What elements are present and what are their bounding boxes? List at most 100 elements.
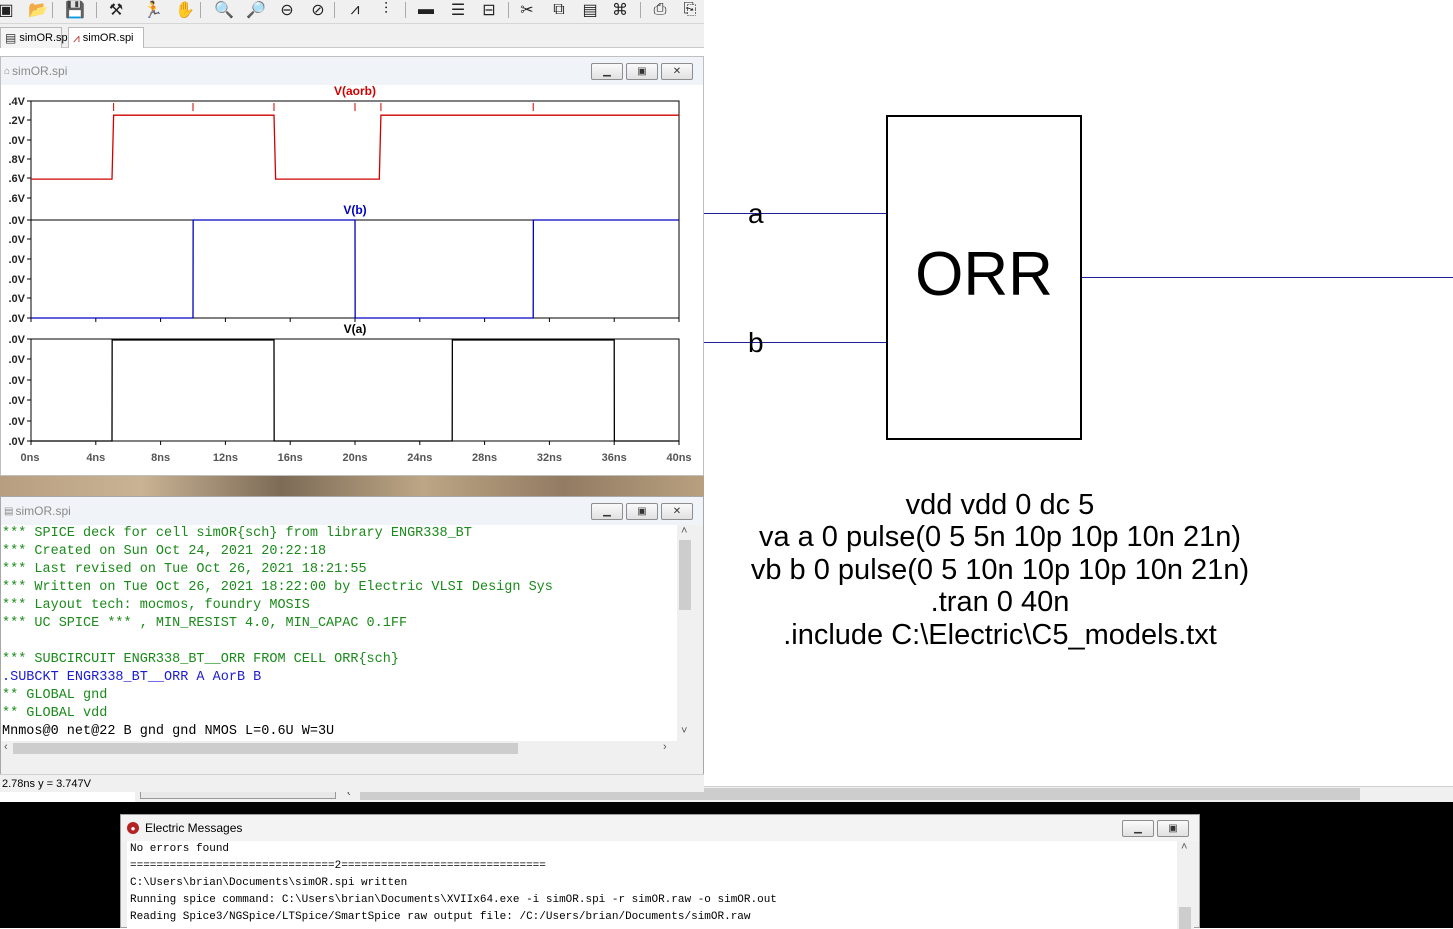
panel-add-button[interactable]: ▬ (414, 0, 438, 20)
y-tick-label: .0V (8, 293, 25, 305)
spice-line: *** SPICE deck for cell simOR{sch} from … (2, 526, 472, 541)
run-icon: 🏃 (143, 2, 163, 19)
wire-b[interactable] (704, 342, 886, 343)
home-icon: ⌂ (4, 65, 11, 77)
binoculars-button[interactable]: ⌘ (608, 0, 632, 20)
port-label-b[interactable]: b (748, 327, 764, 358)
chevron-up-icon[interactable]: ˄ (1181, 841, 1188, 853)
chevron-down-icon[interactable]: ˅ (681, 725, 688, 737)
save-button[interactable]: 💾 (63, 0, 87, 20)
scissors-icon: ✂ (520, 2, 534, 19)
messages-text-area[interactable]: No errors found=========================… (127, 841, 1177, 929)
y-tick-label: .0V (8, 375, 25, 387)
messages-window: ● Electric Messages ▁ ▣ No errors found=… (120, 814, 1200, 929)
close-icon: ✕ (672, 66, 682, 77)
message-line: Reading Spice3/NGSpice/LTSpice/SmartSpic… (130, 911, 751, 923)
port-label-a[interactable]: a (748, 198, 764, 229)
y-tick-label: .0V (8, 436, 25, 448)
y-tick-label: .0V (8, 215, 25, 227)
spice-vscrollbar[interactable]: ˄ ˅ (677, 525, 694, 741)
binoculars-icon: ⌘ (612, 2, 628, 19)
spice-window-titlebar[interactable]: ▤ simOR.spi (1, 497, 703, 525)
close-button[interactable]: ✕ (661, 503, 693, 520)
document-icon: ▤ (5, 31, 17, 45)
minimize-button[interactable]: ▁ (1122, 820, 1154, 837)
messages-vscrollbar[interactable]: ˄ (1177, 841, 1194, 929)
y-tick-label: .0V (8, 135, 25, 147)
orr-component[interactable]: ORR (886, 115, 1082, 440)
spice-window-title: simOR.spi (15, 504, 71, 518)
x-tick-label: 4ns (86, 452, 105, 464)
copy-button[interactable]: ⧉ (547, 0, 571, 20)
messages-title: Electric Messages (145, 821, 243, 835)
spice-vscroll-thumb[interactable] (679, 540, 691, 610)
waveform-plot[interactable]: V(aorb).4V.2V.0V.8V.6V.6VV(b).0V.0V.0V.0… (1, 85, 703, 475)
spice-code-line: vb b 0 pulse(0 5 10n 10p 10p 10n 21n) (750, 553, 1250, 586)
minimize-button[interactable]: ▁ (591, 63, 623, 80)
chevron-left-icon[interactable]: ‹ (4, 741, 8, 753)
series-line-va (31, 339, 679, 442)
spice-line (2, 633, 677, 651)
orr-component-label: ORR (915, 240, 1053, 309)
maximize-button[interactable]: ▣ (1157, 820, 1189, 837)
print-icon: ⎙ (653, 1, 667, 18)
tab-simor-spi-waveform[interactable]: ⩘ simOR.spi (68, 27, 144, 48)
main-toolbar: ▣ 📂 💾 ⚒ 🏃 ✋ 🔍 🔎 ⊖ ⊘ ⩘ ⫶ ▬ ☰ ⊟ ✂ ⧉ ▤ ⌘ ⎙ ⎘ (0, 0, 704, 24)
zoom-in-icon: 🔍 (214, 2, 234, 19)
tools-button[interactable]: ⚒ (104, 0, 128, 20)
maximize-icon: ▣ (1168, 823, 1178, 834)
chevron-up-icon[interactable]: ˄ (681, 525, 688, 537)
messages-titlebar[interactable]: ● Electric Messages (121, 815, 1199, 841)
minimize-button[interactable]: ▁ (591, 503, 623, 520)
messages-vscroll-thumb[interactable] (1179, 907, 1191, 929)
zoom-cancel-button[interactable]: ⊘ (306, 0, 330, 20)
zoom-fit-button[interactable]: ⊖ (275, 0, 299, 20)
x-tick-label: 36ns (602, 452, 627, 464)
spice-hscrollbar[interactable]: ‹ › (1, 741, 694, 756)
zoom-in-button[interactable]: 🔍 (212, 0, 236, 20)
open-folder-button[interactable]: 📂 (26, 0, 50, 20)
spice-line: *** Last revised on Tue Oct 26, 2021 18:… (2, 562, 367, 577)
minimize-icon: ▁ (1134, 823, 1142, 834)
x-tick-label: 28ns (472, 452, 497, 464)
y-tick-label: .6V (8, 193, 25, 205)
print-button[interactable]: ⎙ (648, 0, 672, 20)
new-button[interactable]: ▣ (0, 0, 18, 20)
x-tick-label: 16ns (278, 452, 303, 464)
spice-code-line: va a 0 pulse(0 5 5n 10p 10p 10n 21n) (758, 521, 1242, 554)
waveform-cursor-button[interactable]: ⫶ (374, 0, 398, 20)
toolbar-separator (334, 2, 335, 18)
scissors-button[interactable]: ✂ (515, 0, 539, 20)
wire-out[interactable] (1082, 277, 1453, 278)
x-tick-label: 32ns (537, 452, 562, 464)
panel-merge-icon: ⊟ (482, 2, 496, 19)
maximize-button[interactable]: ▣ (626, 63, 658, 80)
open-folder-icon: 📂 (28, 2, 48, 19)
waveform-button[interactable]: ⩘ (343, 0, 367, 20)
scroll-left-arrow-icon[interactable]: ‹ (347, 787, 351, 799)
chevron-right-icon[interactable]: › (663, 741, 667, 753)
spice-text-area[interactable]: *** SPICE deck for cell simOR{sch} from … (1, 525, 677, 741)
wire-a[interactable] (704, 213, 886, 214)
close-icon: ✕ (672, 506, 682, 517)
paste-icon: ▤ (582, 2, 598, 19)
panel-merge-button[interactable]: ⊟ (477, 0, 501, 20)
y-tick-label: .0V (8, 313, 25, 325)
spice-line: *** Created on Sun Oct 24, 2021 20:22:18 (2, 544, 327, 559)
waveform-window: ⌂ simOR.spi ▁ ▣ ✕ V(aorb).4V.2V.0V.8V.6V… (0, 56, 704, 476)
tab-simor-spi-text[interactable]: ▤ simOR.spi (0, 27, 70, 48)
status-bar: 2.78ns y = 3.747V (0, 774, 704, 792)
hand-button[interactable]: ✋ (173, 0, 197, 20)
waveform-window-titlebar[interactable]: ⌂ simOR.spi (1, 57, 703, 85)
panel-split-button[interactable]: ☰ (446, 0, 470, 20)
run-button[interactable]: 🏃 (141, 0, 165, 20)
panel-split-icon: ☰ (450, 2, 466, 19)
spice-hscroll-thumb[interactable] (13, 743, 518, 754)
paste-button[interactable]: ▤ (578, 0, 602, 20)
print-preview-button[interactable]: ⎘ (678, 0, 702, 20)
maximize-button[interactable]: ▣ (626, 503, 658, 520)
zoom-out-button[interactable]: 🔎 (244, 0, 268, 20)
maximize-icon: ▣ (637, 506, 647, 517)
close-button[interactable]: ✕ (661, 63, 693, 80)
